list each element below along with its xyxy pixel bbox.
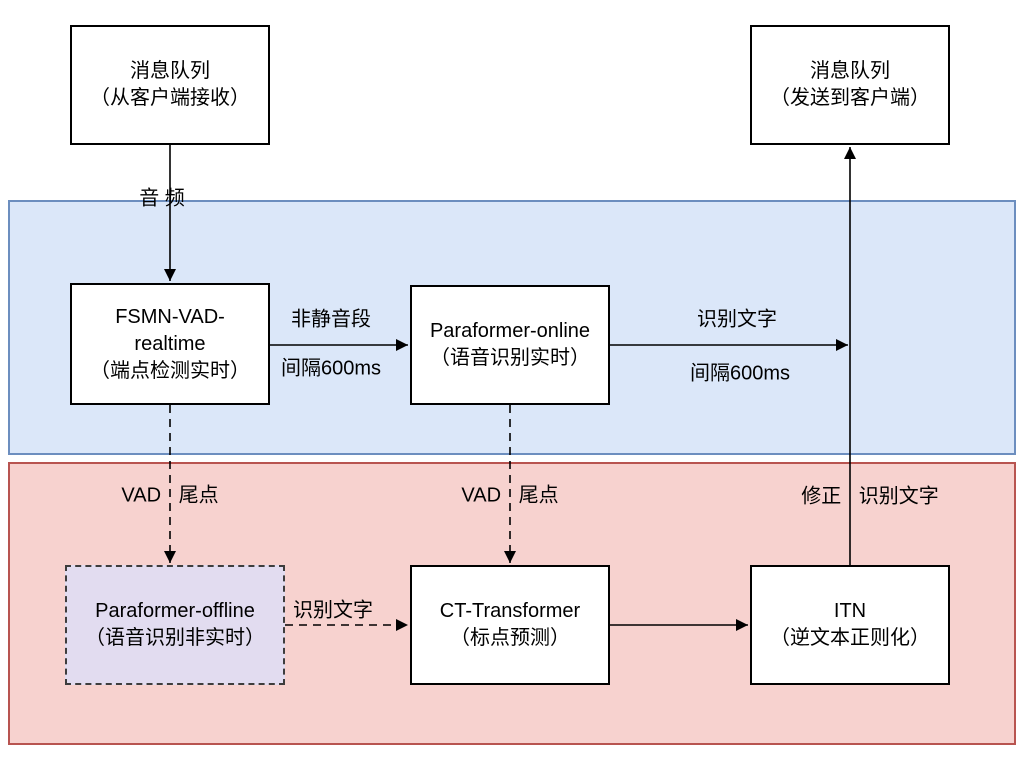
node-text-line: （逆文本正则化） bbox=[770, 627, 930, 649]
node-message-queue-send: 消息队列 （发送到客户端） bbox=[750, 25, 950, 145]
node-text-line: （端点检测实时） bbox=[90, 359, 250, 382]
node-text-line: Paraformer-online bbox=[429, 320, 591, 342]
node-fsmn-vad-realtime: FSMN-VAD- realtime （端点检测实时） bbox=[70, 283, 270, 405]
node-paraformer-offline: Paraformer-offline （语音识别非实时） bbox=[65, 565, 285, 685]
node-paraformer-online: Paraformer-online （语音识别实时） bbox=[410, 285, 610, 405]
label-recognized-text-online: 识别文字 bbox=[697, 308, 777, 331]
node-text-line: Paraformer-offline bbox=[95, 600, 255, 622]
node-text-line: 消息队列 bbox=[130, 60, 210, 82]
node-message-queue-receive: 消息队列 （从客户端接收） bbox=[70, 25, 270, 145]
label-recognized-text-offline: 识别文字 bbox=[293, 599, 373, 622]
node-text-line: 消息队列 bbox=[810, 60, 890, 82]
node-text-line: ITN bbox=[833, 600, 867, 622]
label-corrected-recognized-text: 修正 识别文字 bbox=[801, 485, 939, 508]
node-itn: ITN （逆文本正则化） bbox=[750, 565, 950, 685]
node-text-line: （从客户端接收） bbox=[90, 87, 250, 109]
label-vad-tail-middle: VAD 尾点 bbox=[461, 484, 559, 507]
node-text-line: （发送到客户端） bbox=[770, 87, 930, 109]
node-text-line: CT-Transformer bbox=[439, 600, 581, 622]
label-audio: 音 频 bbox=[139, 187, 185, 210]
label-non-silence-segment: 非静音段 bbox=[291, 308, 371, 331]
node-text-line: （标点预测） bbox=[450, 627, 570, 649]
label-interval-600ms-a: 间隔600ms bbox=[280, 357, 382, 380]
label-vad-tail-left: VAD 尾点 bbox=[121, 484, 219, 507]
node-text-line: （语音识别实时） bbox=[430, 347, 590, 369]
node-ct-transformer: CT-Transformer （标点预测） bbox=[410, 565, 610, 685]
node-text-line: realtime bbox=[134, 332, 206, 355]
node-text-line: FSMN-VAD- bbox=[115, 305, 225, 328]
label-interval-600ms-b: 间隔600ms bbox=[689, 362, 791, 385]
node-text-line: （语音识别非实时） bbox=[85, 627, 265, 649]
